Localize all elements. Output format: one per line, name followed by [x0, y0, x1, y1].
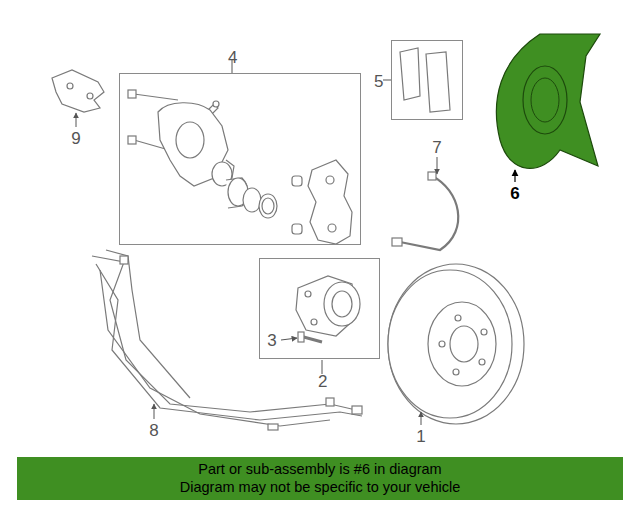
caliper-bracket — [308, 160, 352, 244]
callout-number: 9 — [71, 130, 80, 147]
brake-pad — [400, 48, 420, 100]
group-box: 4 — [119, 73, 361, 245]
group-box: 2 — [259, 258, 380, 359]
notice-band: Part or sub-assembly is #6 in diagramDia… — [17, 457, 623, 500]
leader-line — [383, 80, 391, 81]
callout-number: 6 — [510, 185, 519, 202]
leader-line — [437, 157, 438, 174]
callout-number: 5 — [374, 73, 383, 90]
callout-number: 7 — [432, 139, 441, 156]
callout-number: 3 — [267, 332, 276, 349]
splash-shield — [496, 34, 600, 168]
leader-line — [514, 170, 515, 182]
brake-pad — [426, 52, 450, 112]
callout-number: 8 — [149, 422, 158, 439]
leader-line — [281, 338, 297, 340]
callout-number: 4 — [228, 49, 237, 66]
group-box: 5 — [391, 40, 463, 120]
brake-rotor — [388, 264, 524, 424]
leader-line — [76, 113, 77, 127]
notice-text: Part or sub-assembly is #6 in diagram — [198, 461, 441, 478]
leader-line — [322, 360, 323, 374]
notice-text: Diagram may not be specific to your vehi… — [180, 479, 460, 496]
bracket — [52, 70, 104, 112]
leader-line — [421, 412, 422, 425]
callout-number: 1 — [416, 428, 425, 445]
leader-line — [154, 404, 155, 419]
callout-number: 2 — [318, 373, 327, 390]
